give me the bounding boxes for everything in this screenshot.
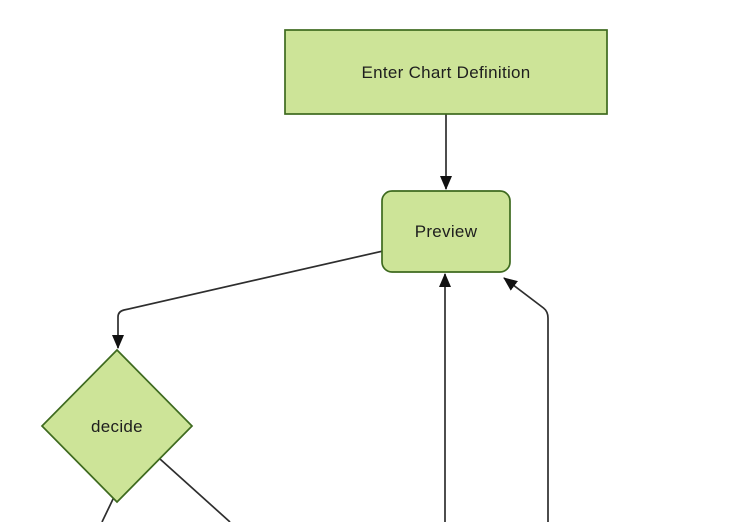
node-preview-label: Preview (415, 222, 478, 241)
edge-decide-to-offscreen-bottomright (159, 458, 231, 522)
node-enter-chart-definition-label: Enter Chart Definition (361, 63, 530, 82)
node-decide (40, 348, 194, 504)
edge-offscreen-bottomright-to-preview (503, 277, 549, 522)
node-enter-chart-definition (284, 29, 608, 115)
edge-decide-to-offscreen-bottomleft (101, 496, 115, 522)
node-preview (381, 190, 511, 273)
node-decide-label: decide (91, 417, 143, 436)
edge-preview-to-decide (112, 250, 384, 349)
